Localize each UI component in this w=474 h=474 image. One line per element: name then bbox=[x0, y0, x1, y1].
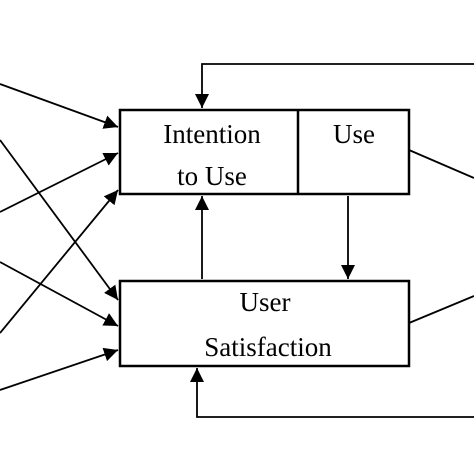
outgoing-lines bbox=[408, 149, 474, 324]
feedback-arrow-to-intention bbox=[195, 63, 474, 108]
intention-use-box: Intention to Use Use bbox=[118, 108, 411, 196]
line-out-from-use bbox=[408, 149, 474, 179]
arrow-in-top-to-intention bbox=[0, 83, 119, 129]
feedback-arrows bbox=[190, 63, 474, 418]
feedback-arrow-to-satisfaction bbox=[190, 368, 474, 418]
satisfaction-label-line2: Satisfaction bbox=[204, 332, 332, 362]
use-label: Use bbox=[333, 119, 375, 149]
line-out-from-satisfaction bbox=[408, 295, 474, 324]
arrow-in-upper-to-intention bbox=[0, 152, 119, 213]
arrow-in-lower-to-intention bbox=[0, 189, 119, 334]
satisfaction-label-line1: User bbox=[240, 287, 291, 317]
user-satisfaction-box: User Satisfaction bbox=[118, 279, 411, 368]
incoming-arrows bbox=[0, 83, 119, 391]
arrow-in-bottom-to-satisfaction bbox=[0, 347, 119, 391]
arrow-in-upper-to-satisfaction bbox=[0, 139, 119, 301]
arrow-in-middle-to-satisfaction bbox=[0, 261, 119, 327]
internal-arrows bbox=[195, 196, 355, 279]
intention-label-line2: to Use bbox=[177, 161, 247, 191]
intention-label-line1: Intention bbox=[163, 119, 261, 149]
